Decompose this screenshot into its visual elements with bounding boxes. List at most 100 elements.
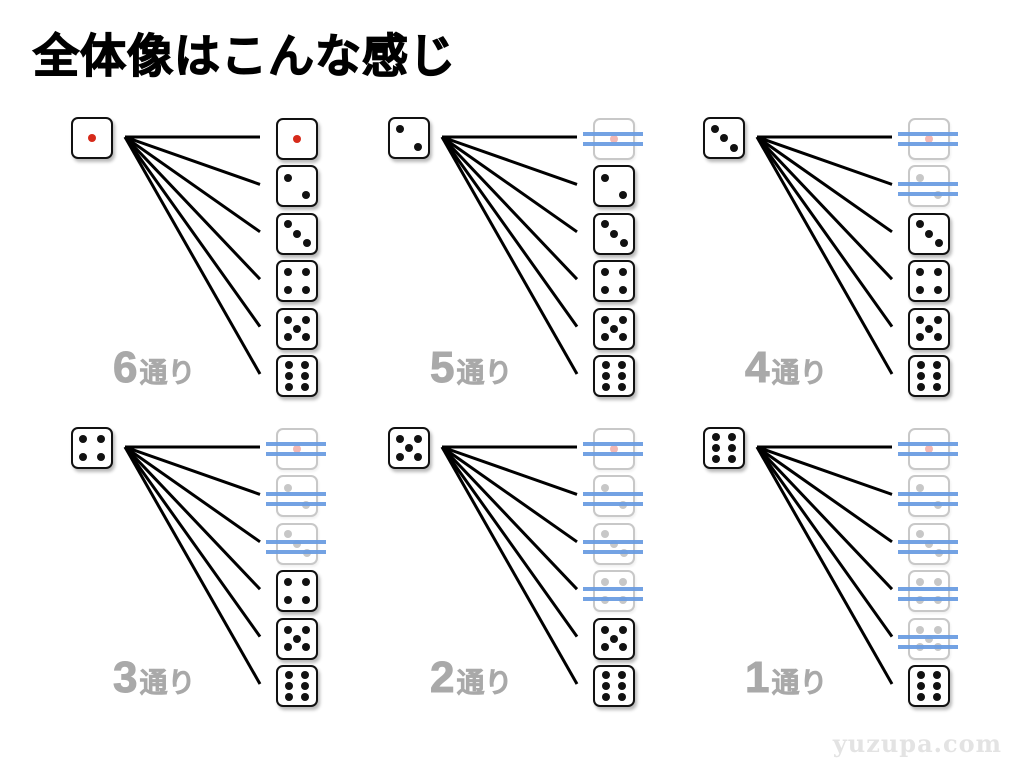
pip-dot bbox=[301, 333, 310, 342]
pip-dot bbox=[932, 382, 941, 391]
branch-line bbox=[440, 136, 579, 328]
outcome-die-5 bbox=[276, 307, 318, 350]
branch-line bbox=[441, 445, 578, 544]
pip-dot bbox=[301, 643, 310, 652]
branch-line bbox=[440, 445, 579, 591]
strikethrough-line bbox=[898, 132, 958, 136]
branch-line bbox=[124, 445, 261, 544]
pip-dot bbox=[96, 435, 105, 444]
branch-line bbox=[123, 445, 262, 591]
outcome-die-3 bbox=[276, 522, 318, 565]
pip-dot bbox=[413, 435, 422, 444]
strikethrough-line bbox=[898, 182, 958, 187]
pip-dot bbox=[601, 285, 610, 294]
outcome-die-5 bbox=[593, 617, 635, 660]
branch-line bbox=[755, 445, 894, 591]
pip-dot bbox=[300, 372, 309, 380]
branch-line bbox=[123, 446, 262, 685]
pip-dot bbox=[617, 382, 626, 391]
outcome-die-5 bbox=[908, 307, 950, 350]
pip-dot bbox=[617, 372, 626, 380]
outcome-die-4 bbox=[908, 260, 950, 303]
pip-dot bbox=[916, 625, 925, 634]
branch-line bbox=[755, 135, 894, 281]
pip-dot bbox=[96, 452, 105, 461]
pip-dot bbox=[79, 435, 88, 444]
pip-dot bbox=[284, 315, 293, 324]
outcome-die-6 bbox=[908, 665, 950, 707]
outcome-die-1 bbox=[276, 428, 318, 470]
count-label: 3通り bbox=[112, 653, 196, 703]
pip-dot bbox=[284, 578, 293, 587]
pip-dot bbox=[602, 671, 611, 680]
panel-first-1: 6通り bbox=[71, 117, 371, 417]
strikethrough-line bbox=[898, 549, 958, 554]
strikethrough-line bbox=[898, 597, 958, 602]
pip-dot bbox=[925, 135, 933, 143]
first-die-3 bbox=[703, 117, 745, 159]
pip-dot bbox=[300, 671, 309, 680]
outcome-die-1 bbox=[908, 118, 950, 160]
pip-dot bbox=[610, 229, 618, 238]
strikethrough-line bbox=[583, 492, 643, 497]
strikethrough-line bbox=[583, 142, 643, 146]
count-label: 2通り bbox=[429, 653, 512, 703]
pip-dot bbox=[933, 333, 942, 342]
pip-dot bbox=[932, 671, 941, 680]
pip-dot bbox=[933, 285, 942, 294]
pip-dot bbox=[610, 135, 618, 143]
pip-dot bbox=[285, 671, 294, 680]
pip-dot bbox=[619, 239, 628, 248]
pip-dot bbox=[916, 173, 925, 182]
branch-line bbox=[755, 136, 894, 375]
pip-dot bbox=[727, 454, 736, 463]
pip-dot bbox=[618, 268, 627, 277]
outcome-die-6 bbox=[276, 355, 318, 397]
pip-dot bbox=[933, 268, 942, 277]
strikethrough-line bbox=[266, 502, 326, 507]
pip-dot bbox=[917, 682, 926, 690]
first-die-5 bbox=[388, 427, 430, 469]
pip-dot bbox=[617, 361, 626, 370]
pip-dot bbox=[300, 361, 309, 370]
pip-dot bbox=[405, 444, 413, 452]
branch-line bbox=[123, 136, 262, 375]
first-die-1 bbox=[71, 117, 113, 159]
pip-dot bbox=[601, 483, 610, 492]
outcome-die-3 bbox=[908, 522, 950, 565]
outcome-die-2 bbox=[276, 475, 318, 518]
count-suffix: 通り bbox=[139, 666, 196, 700]
count-number: 4 bbox=[744, 343, 770, 393]
pip-dot bbox=[301, 625, 310, 634]
strikethrough-line bbox=[898, 452, 958, 456]
strikethrough-line bbox=[266, 442, 326, 446]
branch-lines bbox=[440, 445, 579, 685]
pip-dot bbox=[602, 361, 611, 370]
branch-line bbox=[756, 135, 893, 186]
branch-lines bbox=[755, 135, 894, 375]
count-number: 1 bbox=[744, 653, 770, 703]
pip-dot bbox=[934, 239, 943, 248]
pip-dot bbox=[925, 324, 933, 333]
pip-dot bbox=[293, 135, 301, 143]
pip-dot bbox=[293, 634, 301, 643]
pip-dot bbox=[916, 285, 925, 294]
pip-dot bbox=[301, 578, 310, 587]
strikethrough-line bbox=[898, 192, 958, 197]
pip-dot bbox=[916, 333, 925, 342]
panel-first-6: 1通り bbox=[703, 427, 1003, 727]
pip-dot bbox=[917, 382, 926, 391]
pip-dot bbox=[284, 173, 293, 182]
pip-dot bbox=[396, 452, 405, 461]
branch-lines bbox=[123, 445, 262, 685]
pip-dot bbox=[285, 692, 294, 701]
outcome-die-1 bbox=[908, 428, 950, 470]
pip-dot bbox=[610, 445, 618, 453]
count-number: 3 bbox=[112, 653, 138, 703]
pip-dot bbox=[293, 539, 301, 548]
branch-line bbox=[756, 445, 893, 496]
outcome-die-1 bbox=[593, 428, 635, 470]
pip-dot bbox=[925, 539, 933, 548]
pip-dot bbox=[932, 361, 941, 370]
outcome-die-6 bbox=[593, 665, 635, 707]
